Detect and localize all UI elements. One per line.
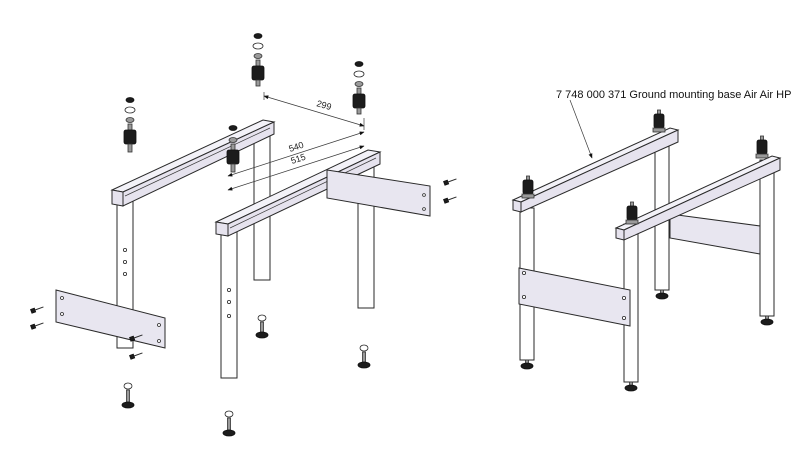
assembled-top-rail-1: [511, 127, 680, 203]
left-frame: [55, 119, 276, 349]
assembled-feet: [520, 289, 774, 392]
exploded-view: 299 540 515: [30, 33, 457, 437]
dimension-515-line: [227, 145, 365, 191]
top-rail-left: [110, 119, 276, 193]
side-plate-right: [326, 169, 431, 217]
dimension-299: 299: [315, 98, 332, 112]
adjustable-feet: [121, 314, 371, 437]
assembled-back-plate: [669, 213, 761, 255]
side-plate-left: [55, 289, 166, 349]
callout-leader: [569, 99, 593, 159]
assembled-mounts: [521, 109, 769, 225]
assembled-view: 7 748 000 371 Ground mounting base Air A…: [511, 89, 791, 392]
dimension-515: 515: [290, 152, 307, 166]
assembled-leg-2: [759, 159, 775, 317]
dimension-lines: 299 540 515: [227, 92, 365, 191]
screws: [30, 178, 457, 360]
assembled-side-plate: [518, 267, 631, 327]
part-callout: 7 748 000 371 Ground mounting base Air A…: [556, 89, 791, 101]
right-frame: [214, 149, 431, 379]
dimension-299-line: [263, 95, 365, 127]
